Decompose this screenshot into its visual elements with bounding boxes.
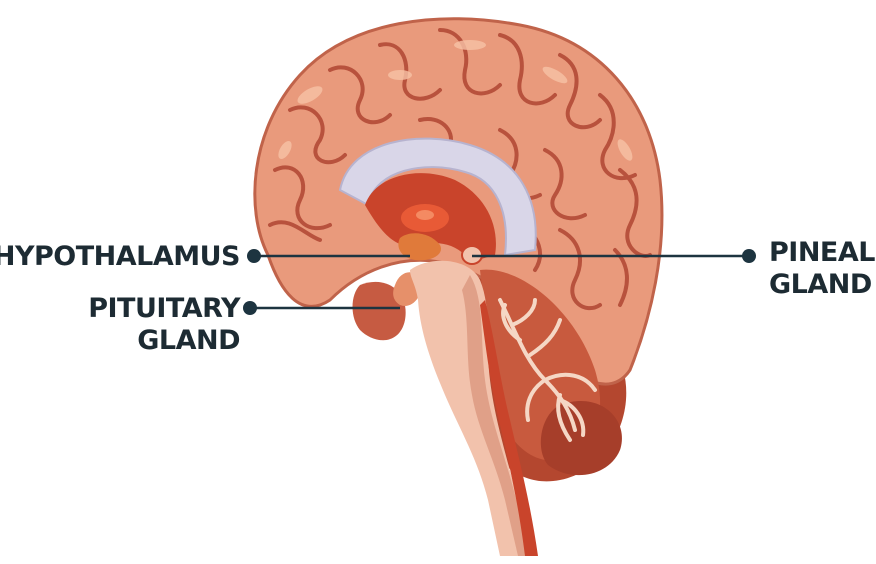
hypothalamus-pointer-dot <box>247 249 261 263</box>
pituitary-pointer-dot <box>243 301 257 315</box>
pituitary-label-line1: PITUITARY <box>88 293 240 325</box>
hypothalamus-label: HYPOTHALAMUS <box>0 241 240 273</box>
pineal-pointer-dot <box>742 249 756 263</box>
pineal-label-line1: PINEAL <box>769 237 875 269</box>
pineal-label-line2: GLAND <box>769 269 875 301</box>
pituitary-label-line2: GLAND <box>88 325 240 357</box>
hypothalamus-label-text: HYPOTHALAMUS <box>0 241 240 273</box>
cerebellum-lobe <box>541 401 622 475</box>
pineal-gland-label: PINEAL GLAND <box>769 237 875 301</box>
pituitary-gland-label: PITUITARY GLAND <box>88 293 240 357</box>
